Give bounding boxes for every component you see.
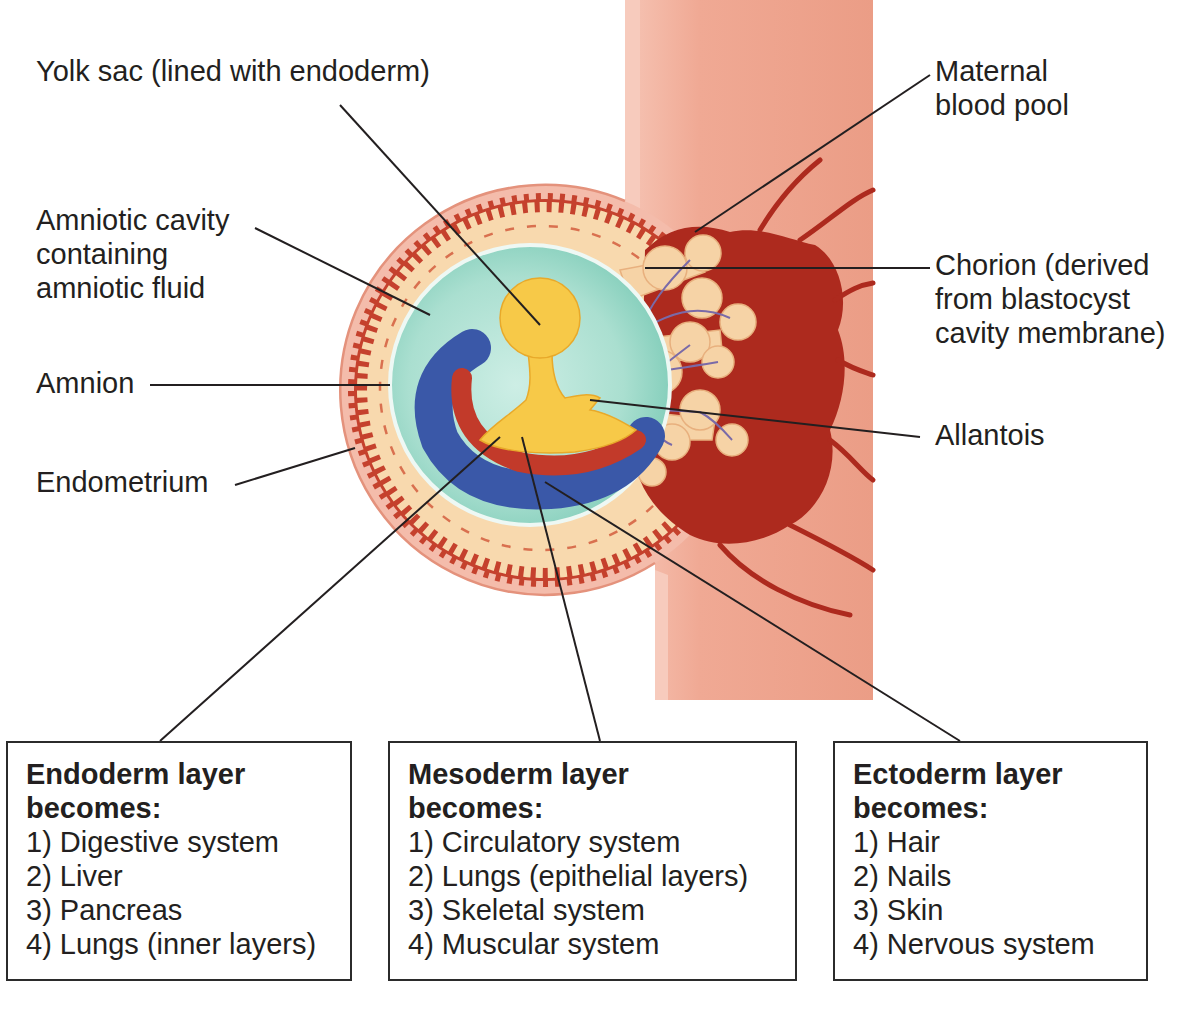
layer-fate-box: Mesoderm layer becomes:1) Circulatory sy…	[388, 741, 797, 981]
leader-line	[645, 267, 930, 269]
callout-label: Amnion	[36, 366, 236, 400]
callout-label: Chorion (derived from blastocyst cavity …	[935, 248, 1180, 350]
callout-label: Endometrium	[36, 465, 286, 499]
leader-line	[340, 105, 540, 325]
callout-label: Amniotic cavity containing amniotic flui…	[36, 203, 251, 305]
layer-fate-box: Ectoderm layer becomes:1) Hair2) Nails3)…	[833, 741, 1148, 981]
callout-label: Maternal blood pool	[935, 54, 1095, 122]
leader-line	[545, 482, 960, 741]
callout-label: Yolk sac (lined with endoderm)	[36, 54, 466, 88]
amniotic-cavity	[390, 245, 670, 525]
maternal-vessel	[760, 160, 820, 230]
villus	[720, 304, 756, 340]
list-item: 2) Lungs (epithelial layers)	[408, 859, 777, 893]
villus	[685, 235, 721, 271]
maternal-vessel	[830, 440, 873, 480]
list-item: 3) Skeletal system	[408, 893, 777, 927]
list-item: 3) Skin	[853, 893, 1128, 927]
leader-line	[590, 400, 920, 437]
maternal-vessel	[800, 190, 873, 240]
box-heading: Mesoderm layer becomes:	[408, 757, 708, 825]
list-item: 1) Circulatory system	[408, 825, 777, 859]
list-item: 2) Nails	[853, 859, 1128, 893]
list-item: 3) Pancreas	[26, 893, 332, 927]
list-item: 4) Lungs (inner layers)	[26, 927, 332, 961]
leader-line	[235, 448, 355, 485]
maternal-vessel	[838, 360, 873, 375]
yolk-sac	[500, 278, 580, 358]
list-item: 1) Hair	[853, 825, 1128, 859]
layer-fate-box: Endoderm layer becomes:1) Digestive syst…	[6, 741, 352, 981]
list-item: 2) Liver	[26, 859, 332, 893]
leader-line	[150, 384, 390, 386]
leader-line	[695, 75, 930, 232]
list-item: 4) Muscular system	[408, 927, 777, 961]
callout-label: Allantois	[935, 418, 1135, 452]
list-item: 4) Nervous system	[853, 927, 1128, 961]
box-heading: Ectoderm layer becomes:	[853, 757, 1128, 825]
leader-line	[160, 437, 500, 741]
leader-lines	[150, 75, 960, 741]
leader-line	[255, 228, 430, 315]
maternal-vessel	[790, 525, 873, 570]
leader-line	[522, 437, 600, 741]
list-item: 1) Digestive system	[26, 825, 332, 859]
box-heading: Endoderm layer becomes:	[26, 757, 326, 825]
maternal-vessel	[835, 283, 873, 300]
maternal-vessels	[720, 160, 873, 615]
